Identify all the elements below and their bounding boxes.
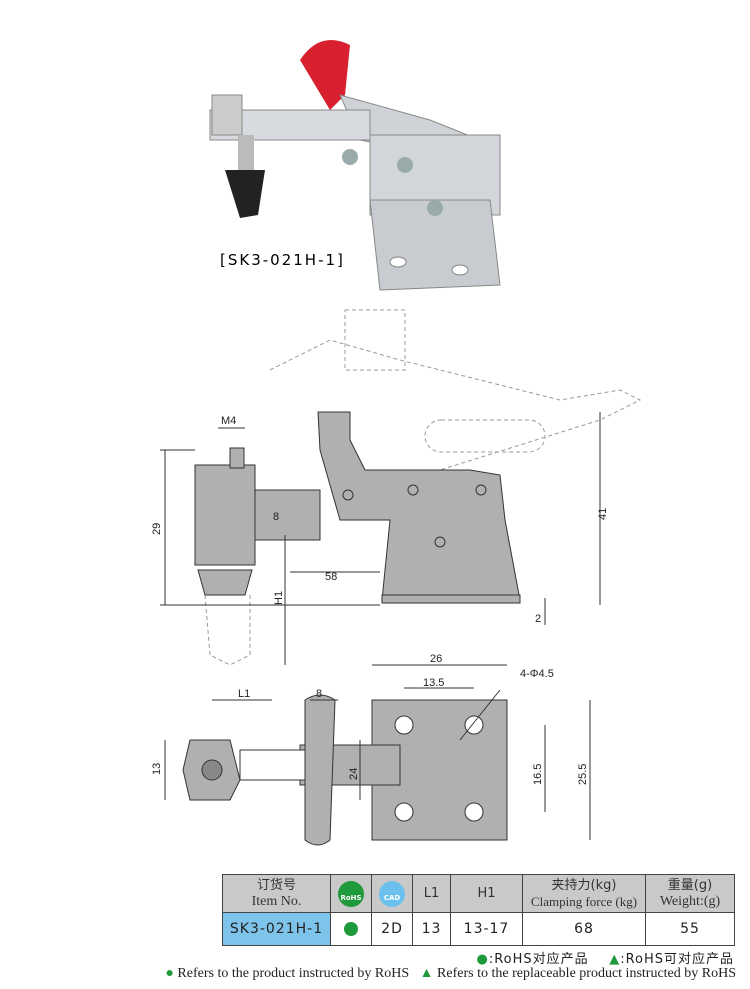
header-weight: 重量(g)Weight:(g) — [645, 874, 735, 913]
product-photo — [209, 40, 501, 291]
top-dimensions: L1 8 13 24 26 13.5 4-Φ4.5 16.5 25.5 — [151, 653, 589, 785]
triangle-icon: ▲ — [609, 952, 621, 967]
svg-text:58: 58 — [325, 571, 337, 583]
svg-text:M4: M4 — [221, 415, 236, 427]
svg-text:H1: H1 — [273, 591, 285, 605]
svg-text:8: 8 — [273, 511, 279, 523]
svg-text:24: 24 — [348, 768, 360, 780]
table-row: SK3-021H-1 2D 13 13-17 68 55 — [222, 912, 735, 946]
header-rohs: RoHS — [330, 874, 372, 913]
cell-weight: 55 — [645, 912, 735, 946]
cell-force: 68 — [522, 912, 646, 946]
green-dot-icon — [344, 922, 358, 936]
svg-text:L1: L1 — [238, 688, 250, 700]
svg-text:29: 29 — [151, 523, 163, 535]
svg-text:8: 8 — [316, 688, 322, 700]
technical-drawing: [SK3-021H-1] M4 29 8 58 H1 41 2 — [151, 40, 642, 846]
svg-text:16.5: 16.5 — [532, 764, 544, 785]
cell-l1: 13 — [412, 912, 451, 946]
svg-text:13.5: 13.5 — [423, 677, 444, 689]
header-h1: H1 — [450, 874, 523, 913]
cad-badge-icon: CAD — [379, 880, 405, 907]
svg-text:25.5: 25.5 — [577, 764, 589, 785]
svg-text:41: 41 — [597, 508, 609, 520]
cell-cad: 2D — [371, 912, 413, 946]
cell-rohs — [330, 912, 372, 946]
cell-h1: 13-17 — [450, 912, 523, 946]
side-view — [160, 309, 642, 666]
top-view — [164, 664, 591, 846]
side-dimensions: M4 29 8 58 H1 41 2 — [151, 415, 609, 625]
dot-icon: ● — [165, 966, 174, 981]
product-label: [SK3-021H-1] — [220, 251, 345, 269]
legend-en: ● Refers to the product instructed by Ro… — [165, 966, 736, 981]
header-l1: L1 — [412, 874, 451, 913]
dot-icon: ● — [476, 952, 489, 967]
svg-text:2: 2 — [535, 613, 541, 625]
svg-text:13: 13 — [151, 763, 163, 775]
header-clamping-force: 夹持力(kg)Clamping force (kg) — [522, 874, 646, 913]
svg-text:4-Φ4.5: 4-Φ4.5 — [520, 668, 554, 680]
triangle-icon: ▲ — [419, 966, 434, 981]
legend-cn: ●:RoHS对应产品 ▲:RoHS可对应产品 — [476, 952, 734, 967]
rohs-badge-icon: RoHS — [338, 880, 364, 907]
svg-text:26: 26 — [430, 653, 442, 665]
header-cad: CAD — [371, 874, 413, 913]
cell-item-no: SK3-021H-1 — [222, 912, 331, 946]
